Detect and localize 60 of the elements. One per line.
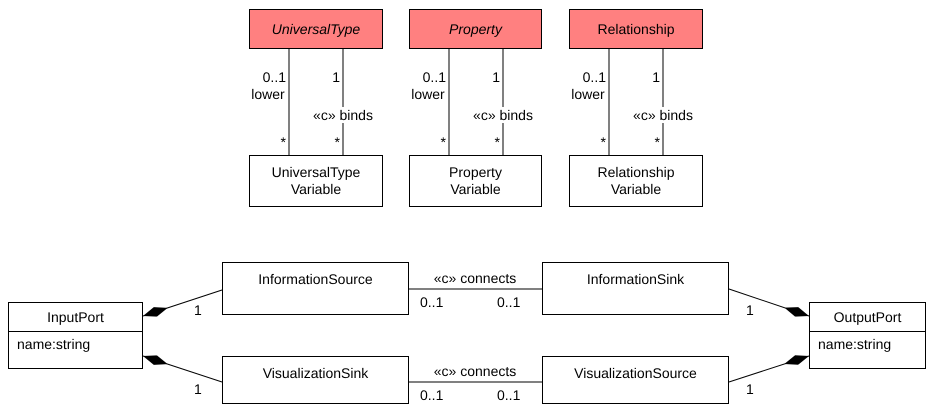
class-box bbox=[542, 262, 729, 315]
edge-label: «c» binds bbox=[632, 107, 694, 123]
class-name: UniversalType bbox=[272, 20, 360, 38]
class-box bbox=[409, 155, 542, 207]
class-name: Relationship bbox=[597, 20, 675, 38]
class-name: OutputPort bbox=[834, 308, 902, 326]
class-name: InputPort bbox=[47, 308, 104, 326]
composition-line bbox=[142, 290, 222, 317]
class-name: Property Variable bbox=[449, 164, 502, 198]
class-box bbox=[409, 9, 542, 49]
association-line bbox=[448, 48, 450, 156]
edge-label: «c» binds bbox=[312, 107, 374, 123]
multiplicity-label: 1 bbox=[492, 69, 500, 85]
association-line bbox=[288, 48, 290, 156]
class-name: Relationship Variable bbox=[597, 164, 675, 198]
multiplicity-label: * bbox=[334, 134, 340, 150]
class-name: VisualizationSink bbox=[262, 364, 368, 382]
association-line bbox=[608, 48, 610, 156]
multiplicity-label: * bbox=[440, 134, 446, 150]
multiplicity-label: 0..1 bbox=[582, 69, 606, 85]
class-box bbox=[542, 356, 729, 404]
multiplicity-label: * bbox=[600, 134, 606, 150]
class-name: InformationSource bbox=[258, 270, 373, 288]
multiplicity-label: 0..1 bbox=[420, 294, 444, 310]
multiplicity-label: 1 bbox=[194, 381, 202, 397]
class-name: Property bbox=[449, 20, 502, 38]
class-box bbox=[249, 9, 383, 49]
class-box bbox=[569, 9, 703, 49]
multiplicity-label: 0..1 bbox=[497, 387, 520, 403]
multiplicity-label: * bbox=[654, 134, 660, 150]
composition-line bbox=[728, 288, 810, 317]
edge-label: lower bbox=[410, 86, 446, 102]
class-name: UniversalType Variable bbox=[272, 164, 360, 198]
composition-line bbox=[142, 355, 222, 382]
class-box bbox=[569, 155, 703, 207]
multiplicity-label: 0..1 bbox=[497, 294, 520, 310]
attribute-text: name:string bbox=[9, 331, 142, 353]
class-box bbox=[222, 356, 409, 404]
class-box bbox=[249, 155, 383, 207]
multiplicity-label: * bbox=[280, 134, 286, 150]
attribute-text: name:string bbox=[810, 331, 925, 353]
multiplicity-label: 1 bbox=[746, 381, 754, 397]
edge-label: lower bbox=[250, 86, 286, 102]
class-name: InformationSink bbox=[586, 270, 684, 288]
multiplicity-label: 1 bbox=[194, 302, 202, 318]
class-name: VisualizationSource bbox=[574, 364, 697, 382]
class-box bbox=[222, 262, 409, 315]
multiplicity-label: 1 bbox=[652, 69, 660, 85]
multiplicity-label: 0..1 bbox=[420, 387, 444, 403]
multiplicity-label: 1 bbox=[746, 302, 754, 318]
edge-label: lower bbox=[570, 86, 606, 102]
association-line bbox=[408, 288, 542, 290]
multiplicity-label: 0..1 bbox=[422, 69, 446, 85]
class-box bbox=[809, 302, 926, 369]
composition-line bbox=[728, 355, 810, 382]
multiplicity-label: * bbox=[494, 134, 500, 150]
class-box bbox=[8, 302, 143, 369]
multiplicity-label: 1 bbox=[332, 69, 340, 85]
edge-label: «c» binds bbox=[472, 107, 534, 123]
multiplicity-label: 0..1 bbox=[262, 69, 286, 85]
